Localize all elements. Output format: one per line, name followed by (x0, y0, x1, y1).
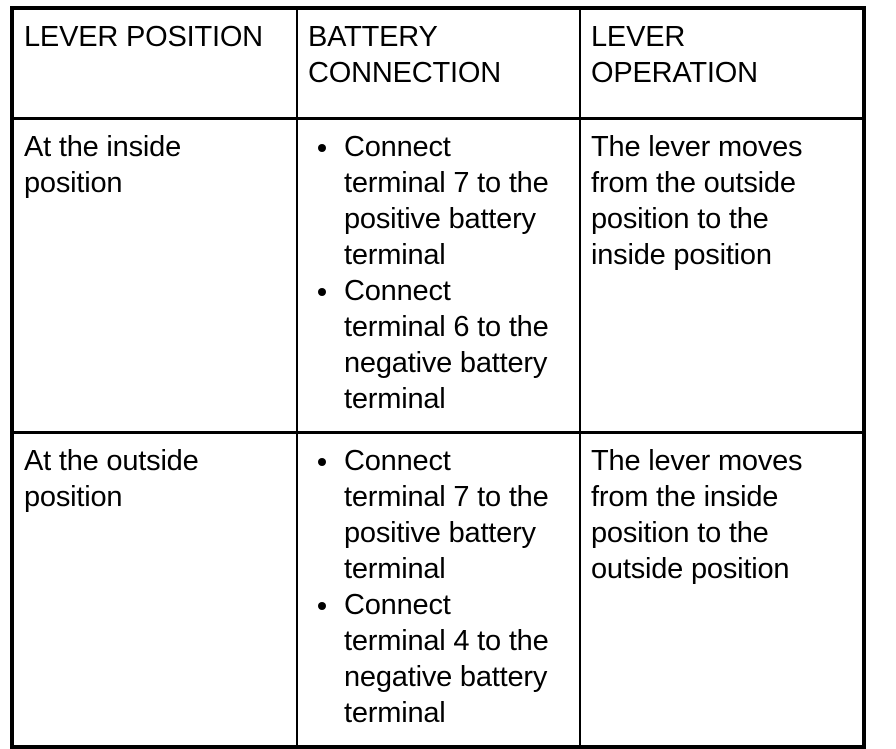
cell-lever-operation-row-1: The lever moves from the outside positio… (580, 118, 864, 434)
bullet-icon (318, 144, 326, 152)
cell-battery-connection-row-1: Connect terminal 7 to the positive batte… (297, 118, 581, 434)
list-item: Connect terminal 6 to the negative batte… (308, 273, 575, 417)
battery-connection-item-text: Connect terminal 7 to the positive batte… (344, 445, 549, 585)
bullet-icon (318, 458, 326, 466)
header-row: LEVER POSITION BATTERY CONNECTION LEVER … (12, 8, 864, 120)
battery-connection-list-row-2: Connect terminal 7 to the positive batte… (308, 443, 575, 731)
cell-lever-position-row-2: At the outside position (12, 432, 298, 747)
column-header-battery-connection-label: BATTERY CONNECTION (308, 21, 501, 89)
column-header-battery-connection: BATTERY CONNECTION (297, 8, 581, 120)
battery-connection-list-row-1: Connect terminal 7 to the positive batte… (308, 129, 575, 417)
list-item: Connect terminal 7 to the positive batte… (308, 443, 575, 587)
lever-position-text-row-1: At the inside position (24, 131, 181, 199)
table-row: At the outside position Connect terminal… (12, 432, 864, 747)
cell-lever-operation-row-2: The lever moves from the inside position… (580, 432, 864, 747)
column-header-lever-position-label: LEVER POSITION (24, 21, 263, 53)
bullet-icon (318, 602, 326, 610)
column-header-lever-operation: LEVER OPERATION (580, 8, 864, 120)
list-item: Connect terminal 7 to the positive batte… (308, 129, 575, 273)
document-page: LEVER POSITION BATTERY CONNECTION LEVER … (10, 6, 866, 749)
list-item: Connect terminal 4 to the negative batte… (308, 587, 575, 731)
battery-connection-item-text: Connect terminal 7 to the positive batte… (344, 131, 549, 271)
column-header-lever-position: LEVER POSITION (12, 8, 298, 120)
cell-battery-connection-row-2: Connect terminal 7 to the positive batte… (297, 432, 581, 747)
table-header: LEVER POSITION BATTERY CONNECTION LEVER … (12, 8, 864, 120)
lever-operation-text-row-1: The lever moves from the outside positio… (591, 131, 803, 271)
lever-operation-text-row-2: The lever moves from the inside position… (591, 445, 803, 585)
lever-position-text-row-2: At the outside position (24, 445, 199, 513)
table-body: At the inside position Connect terminal … (12, 118, 864, 747)
battery-connection-item-text: Connect terminal 6 to the negative batte… (344, 275, 549, 415)
bullet-icon (318, 288, 326, 296)
column-header-lever-operation-label: LEVER OPERATION (591, 21, 758, 89)
cell-lever-position-row-1: At the inside position (12, 118, 298, 434)
battery-connection-item-text: Connect terminal 4 to the negative batte… (344, 589, 549, 729)
lever-position-table: LEVER POSITION BATTERY CONNECTION LEVER … (10, 6, 866, 749)
table-row: At the inside position Connect terminal … (12, 118, 864, 434)
